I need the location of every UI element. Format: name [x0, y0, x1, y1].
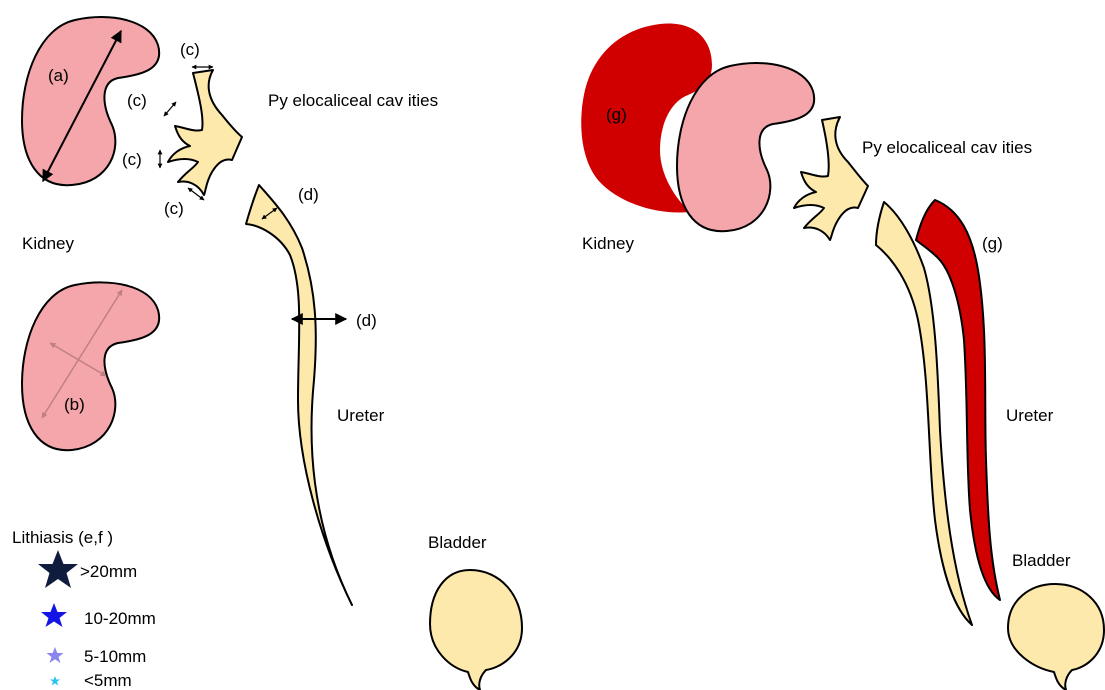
bladder-left	[430, 570, 522, 690]
lithiasis-label-2: 5-10mm	[84, 647, 146, 666]
bladder-right	[1008, 584, 1104, 690]
ureter-left	[246, 185, 352, 605]
label-a: (a)	[48, 66, 69, 85]
kidney-label-left: Kidney	[22, 234, 74, 253]
pyelocaliceal-label-right: Py elocaliceal cav ities	[862, 138, 1032, 157]
c-arrow-upper	[164, 102, 176, 116]
star-medium-icon	[41, 603, 67, 627]
bladder-label-right: Bladder	[1012, 551, 1071, 570]
pyelocaliceal-cavities-left	[168, 70, 242, 195]
ureter-label-left: Ureter	[337, 406, 385, 425]
label-c-bottom: (c)	[164, 199, 184, 218]
label-d-lower: (d)	[356, 311, 377, 330]
label-c-upper: (c)	[127, 91, 147, 110]
left-panel: (a) (c) (c) (c) (c) Py elocaliceal cav i…	[12, 17, 522, 690]
right-panel: (g) Py elocaliceal cav ities Kidney (g) …	[581, 23, 1104, 690]
pyelocaliceal-cavities-right	[794, 117, 868, 240]
star-tiny-icon	[50, 676, 60, 686]
ureter-label-right: Ureter	[1006, 406, 1054, 425]
lithiasis-label-0: >20mm	[80, 562, 137, 581]
star-small-icon	[47, 647, 64, 663]
label-c-top: (c)	[180, 40, 200, 59]
kidney-right-shape	[677, 63, 814, 231]
label-g-ureter: (g)	[982, 234, 1003, 253]
lithiasis-title: Lithiasis (e,f )	[12, 528, 113, 547]
bladder-label-left: Bladder	[428, 533, 487, 552]
label-g-kidney: (g)	[606, 105, 627, 124]
label-d-upper: (d)	[298, 185, 319, 204]
lithiasis-label-3: <5mm	[84, 671, 132, 690]
star-large-icon	[38, 550, 78, 588]
pyelocaliceal-label-left: Py elocaliceal cav ities	[268, 91, 438, 110]
label-c-middle: (c)	[122, 150, 142, 169]
kidney-label-right: Kidney	[582, 234, 634, 253]
label-b: (b)	[64, 395, 85, 414]
lithiasis-legend: >20mm 10-20mm 5-10mm <5mm	[38, 550, 156, 690]
lithiasis-label-1: 10-20mm	[84, 609, 156, 628]
